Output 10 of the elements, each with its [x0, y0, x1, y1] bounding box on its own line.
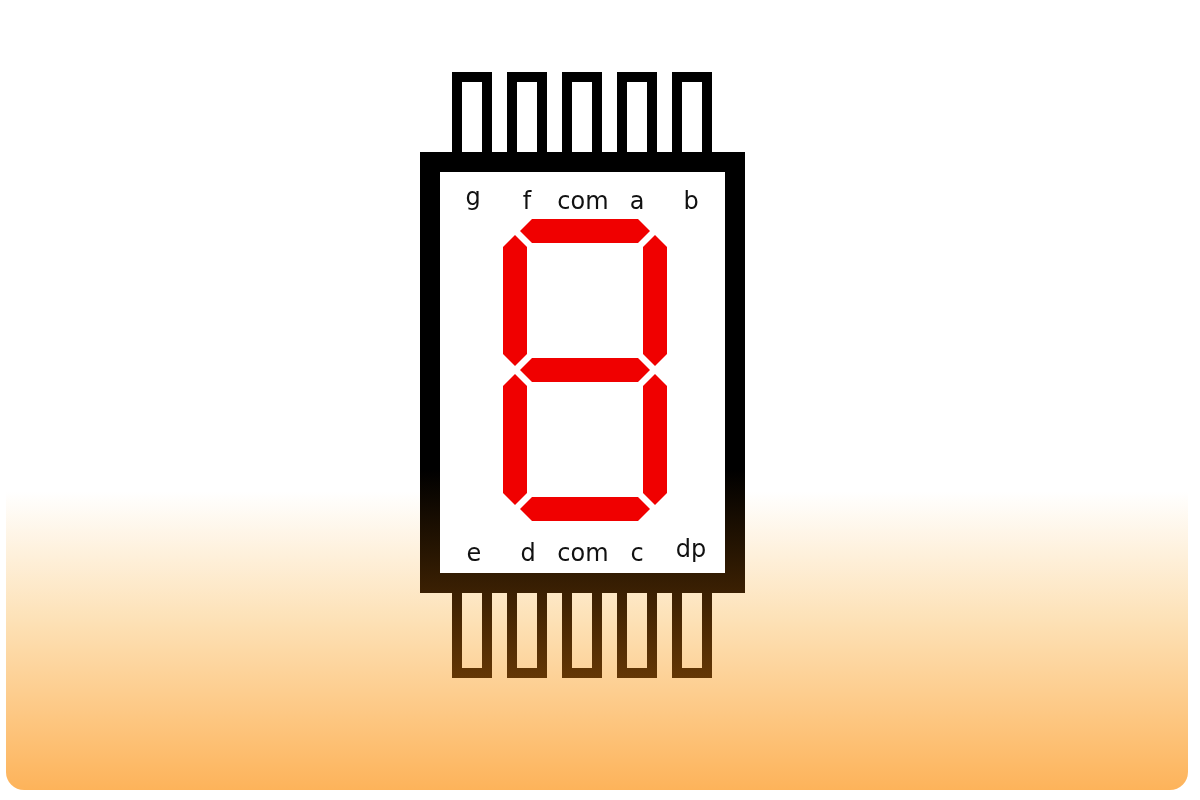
pin-label: g [465, 185, 481, 209]
pin-label: dp [675, 537, 707, 561]
pin-label: b [683, 189, 699, 213]
pin-label: com [557, 189, 609, 213]
pin-label: e [466, 541, 482, 565]
pin-label: d [520, 541, 536, 565]
pin-label: com [557, 541, 609, 565]
pin-label: f [522, 189, 532, 213]
pin-label: a [629, 189, 645, 213]
pin-label: c [630, 541, 644, 565]
